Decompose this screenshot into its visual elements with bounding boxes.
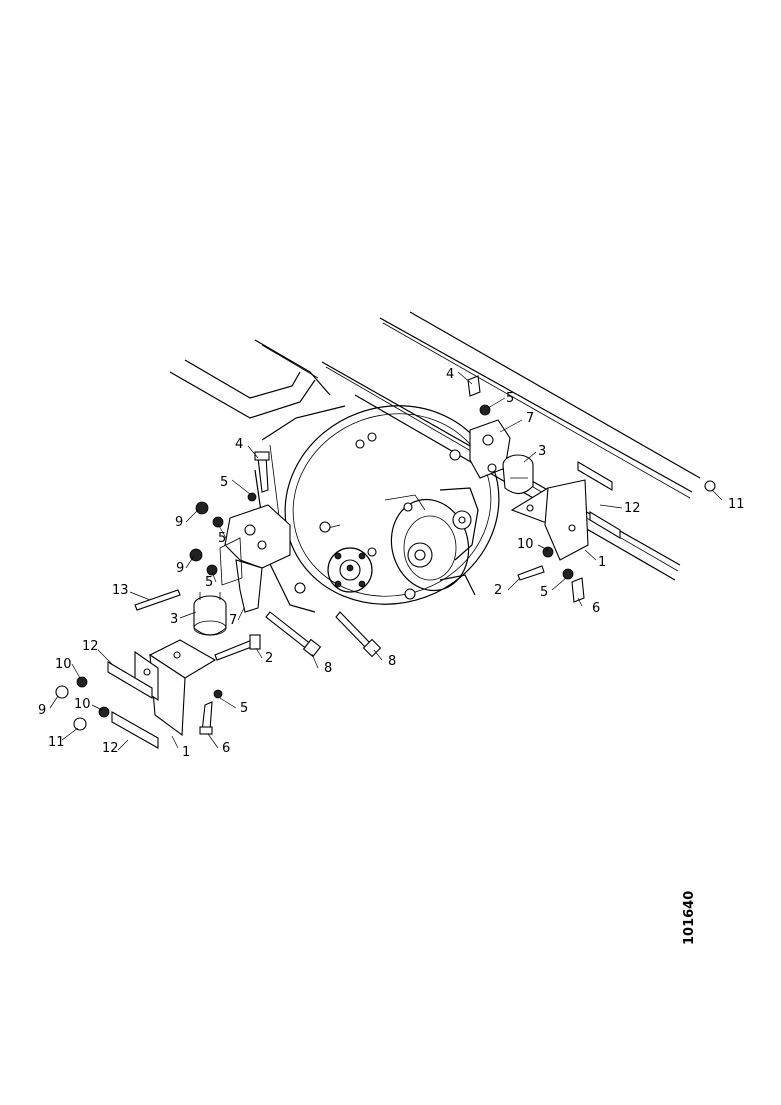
callout-10: 10 <box>55 657 72 672</box>
callout-4: 4 <box>446 367 454 382</box>
callout-10: 10 <box>74 697 91 712</box>
callout-12: 12 <box>82 639 99 654</box>
callout-1: 1 <box>598 555 606 570</box>
right-engine-bracket <box>469 419 511 479</box>
leader-lines <box>49 371 723 751</box>
right-mount-bracket <box>510 479 589 561</box>
callout-9: 9 <box>176 561 184 576</box>
frame-rail-left <box>169 339 331 419</box>
callout-5: 5 <box>506 391 514 406</box>
callout-13: 13 <box>112 583 129 598</box>
callout-12: 12 <box>102 741 119 756</box>
callout-7: 7 <box>526 411 534 426</box>
callout-11: 11 <box>728 497 745 512</box>
input-hub <box>319 521 377 593</box>
callout-8: 8 <box>324 661 332 676</box>
callout-5: 5 <box>218 531 226 546</box>
callout-10: 10 <box>517 537 534 552</box>
document-number: 101640 <box>682 891 697 945</box>
callout-5: 5 <box>220 475 228 490</box>
nuts-and-washers <box>55 404 716 731</box>
bolts <box>134 375 585 735</box>
frame-rail-right <box>321 311 701 581</box>
right-rubber-mount <box>502 454 534 495</box>
callout-5: 5 <box>240 701 248 716</box>
left-shims <box>107 661 159 749</box>
callout-4: 4 <box>235 437 243 452</box>
left-rubber-mount <box>193 592 227 636</box>
gearbox-mechanism <box>384 487 479 596</box>
callout-6: 6 <box>222 741 230 756</box>
left-engine-bracket <box>219 504 291 613</box>
right-shims <box>577 461 621 539</box>
callout-2: 2 <box>494 583 502 598</box>
callout-9: 9 <box>38 703 46 718</box>
callout-1: 1 <box>182 745 190 760</box>
callout-7: 7 <box>229 613 237 628</box>
callout-9: 9 <box>175 515 183 530</box>
callout-labels: 4 5 7 3 11 12 10 1 2 5 6 4 5 9 5 9 5 13 … <box>38 367 745 760</box>
callout-5: 5 <box>205 575 213 590</box>
callout-11: 11 <box>48 735 65 750</box>
callout-8: 8 <box>388 654 396 669</box>
callout-6: 6 <box>592 601 600 616</box>
callout-5: 5 <box>540 585 548 600</box>
callout-3: 3 <box>538 444 546 459</box>
callout-3: 3 <box>170 612 178 627</box>
callout-12: 12 <box>624 501 641 516</box>
callout-2: 2 <box>265 651 273 666</box>
